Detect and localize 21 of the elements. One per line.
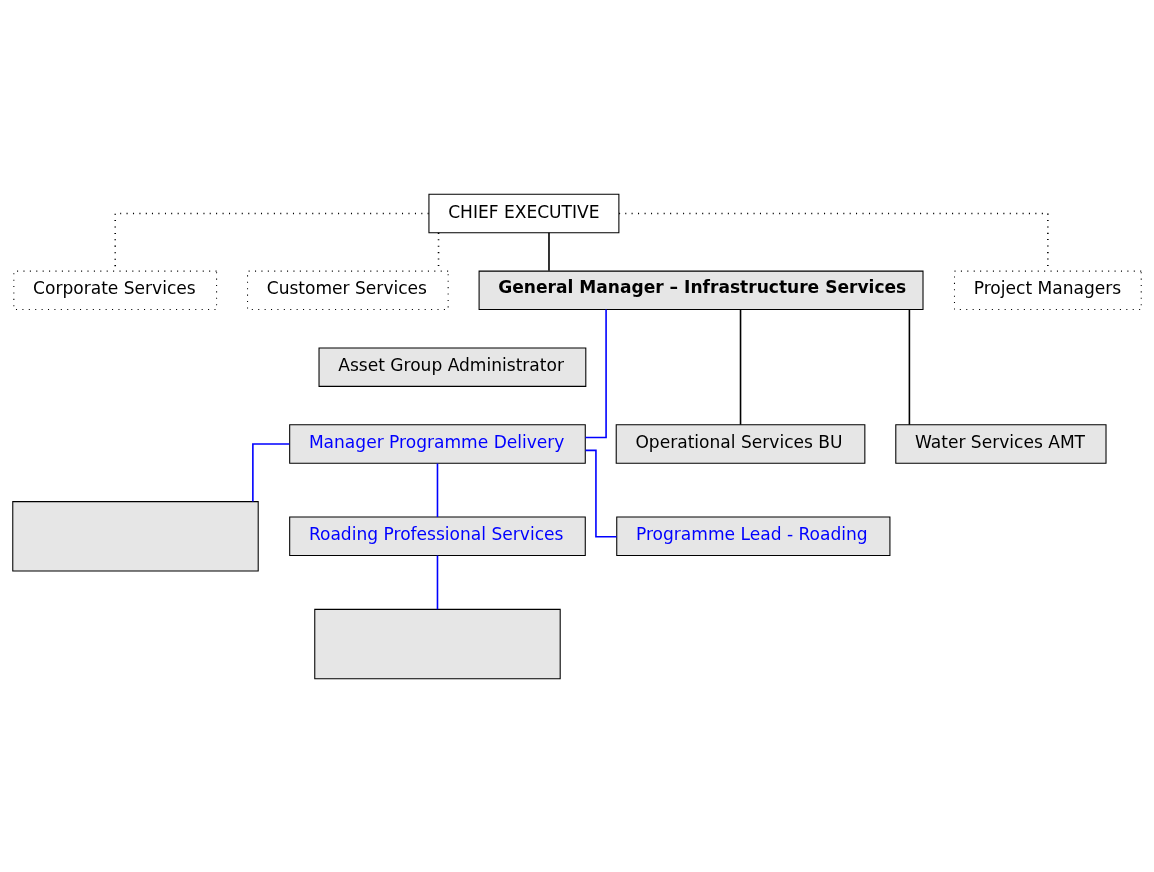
- node-box: Water Services AMT: [895, 423, 1107, 464]
- node-box: Customer Services: [247, 270, 449, 310]
- node-box: General Manager – Infrastructure Services: [478, 270, 924, 310]
- node-box: Corporate Services: [13, 270, 218, 310]
- connector: [584, 449, 618, 538]
- connector: [436, 554, 439, 610]
- node-box: [314, 608, 561, 679]
- connector: [548, 231, 550, 271]
- connector: [739, 308, 742, 425]
- node-box: CHIEF EXECUTIVE: [428, 193, 620, 233]
- node-box: Project Managers: [953, 270, 1142, 310]
- connector: [252, 442, 291, 502]
- connector: [436, 462, 439, 518]
- connector: [908, 308, 911, 425]
- node-box: Roading Professional Services: [289, 516, 586, 556]
- connector: [584, 308, 607, 438]
- node-box: [12, 500, 259, 571]
- node-box: Asset Group Administrator: [318, 346, 587, 387]
- node-box: Manager Programme Delivery: [289, 423, 586, 464]
- node-box: Programme Lead - Roading: [616, 516, 891, 556]
- node-box: Operational Services BU: [615, 423, 866, 464]
